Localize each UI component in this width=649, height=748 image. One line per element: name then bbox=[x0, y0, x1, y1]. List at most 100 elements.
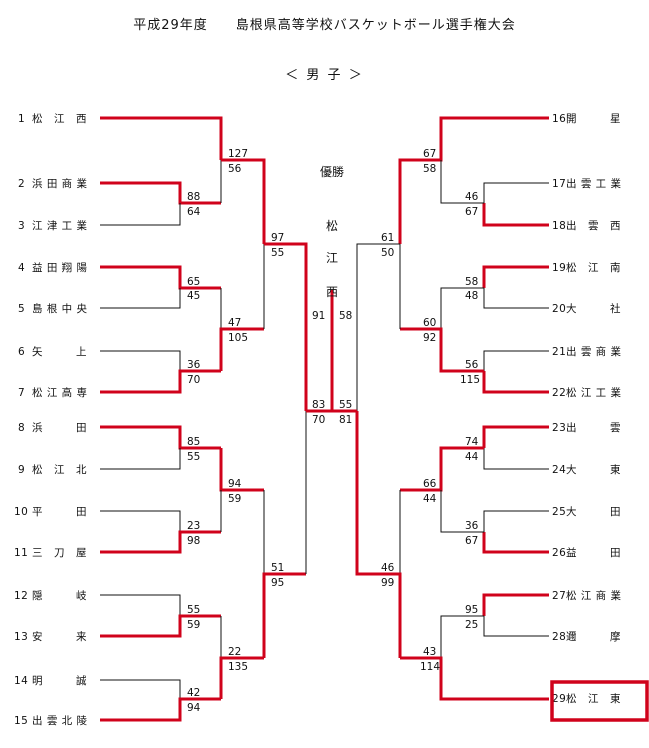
team-17-num: 17 bbox=[552, 178, 566, 190]
line-team-14 bbox=[100, 679, 181, 699]
score-r-r1-24: 44 bbox=[465, 451, 479, 463]
team-6-num: 6 bbox=[18, 346, 25, 358]
team-15-name: 出 雲 北 陵 bbox=[32, 714, 88, 727]
line-team-7 bbox=[100, 369, 221, 394]
champion-title: 優勝 bbox=[320, 164, 344, 179]
team-22-name: 松 江 工 業 bbox=[566, 386, 622, 399]
line-r2-1920 bbox=[440, 287, 484, 329]
score-r-r2-2122: 92 bbox=[423, 332, 436, 344]
score-l-r1-2: 88 bbox=[187, 191, 200, 203]
team-12-num: 12 bbox=[14, 590, 28, 602]
right-bracket-lines bbox=[332, 116, 549, 701]
score-l-r2-1: 127 bbox=[228, 148, 248, 160]
line-r2-67 bbox=[219, 327, 264, 371]
line-team-9 bbox=[100, 448, 181, 470]
score-r-r1-27: 95 bbox=[465, 604, 478, 616]
line-team-4 bbox=[100, 265, 221, 290]
team-23-name: 出 雲 bbox=[566, 421, 621, 434]
line-team-15 bbox=[100, 697, 221, 722]
team-3-num: 3 bbox=[18, 220, 25, 232]
score-r-qf-bot-1: 46 bbox=[381, 562, 395, 574]
team-28-name: 邇 摩 bbox=[566, 630, 621, 643]
line-team-1 bbox=[100, 116, 223, 160]
team-13-num: 13 bbox=[14, 631, 28, 643]
team-13-name: 安 来 bbox=[32, 630, 87, 643]
team-16-name: 開 星 bbox=[566, 113, 621, 125]
score-r-qf-top-1: 61 bbox=[381, 232, 394, 244]
team-2-num: 2 bbox=[18, 178, 25, 190]
champion-char-2: 江 bbox=[326, 251, 338, 265]
line-team-18 bbox=[482, 203, 549, 227]
team-7-num: 7 bbox=[18, 387, 25, 399]
right-team-labels: 16 開 星 17 出 雲 工 業 18 出 雲 西 19 松 江 南 20 大… bbox=[550, 113, 649, 722]
team-4-name: 益 田 翔 陽 bbox=[32, 261, 88, 274]
score-l-qf-top-1: 97 bbox=[271, 232, 284, 244]
champion-char-3: 西 bbox=[326, 285, 338, 299]
score-r-r2-2526: 44 bbox=[423, 493, 437, 505]
team-6-name: 矢 上 bbox=[32, 345, 87, 358]
score-l-r1-10: 23 bbox=[187, 520, 200, 532]
score-r-r1-18: 67 bbox=[465, 206, 478, 218]
score-r-r1-22: 115 bbox=[460, 374, 480, 386]
score-l-r1-14: 42 bbox=[187, 687, 200, 699]
division-label: ＜ 男 子 ＞ bbox=[285, 68, 364, 83]
team-20-name: 大 社 bbox=[566, 302, 621, 315]
line-r2-1718 bbox=[440, 160, 484, 204]
line-team-10 bbox=[100, 510, 181, 532]
line-r-qf-bot-winner bbox=[355, 411, 402, 658]
line-team-26 bbox=[482, 532, 549, 554]
score-r-r1-23: 74 bbox=[465, 436, 479, 448]
team-9-name: 松 江 北 bbox=[32, 463, 87, 476]
right-scores: 46 67 58 48 56 115 74 44 36 67 95 25 67 … bbox=[339, 148, 480, 673]
team-11-num: 11 bbox=[14, 547, 28, 559]
team-26-name: 益 田 bbox=[566, 546, 621, 559]
team-21-num: 21 bbox=[552, 346, 566, 358]
score-r-r1-25: 36 bbox=[465, 520, 479, 532]
line-r-qf-top-winner bbox=[356, 243, 400, 411]
line-qf-bot-winner bbox=[262, 572, 306, 658]
team-18-num: 18 bbox=[552, 220, 566, 232]
line-team-21 bbox=[483, 350, 549, 371]
score-r-r2-2728: 43 bbox=[423, 646, 436, 658]
team-3-name: 江 津 工 業 bbox=[32, 219, 88, 232]
line-r2-2728 bbox=[440, 615, 484, 658]
line-team-22 bbox=[482, 371, 549, 394]
score-l-r1-8: 85 bbox=[187, 436, 200, 448]
score-l-qf-bot-1: 51 bbox=[271, 562, 284, 574]
score-r-sf-2: 81 bbox=[339, 414, 352, 426]
line-team-12 bbox=[100, 594, 181, 616]
score-r-r2-2324: 66 bbox=[423, 478, 437, 490]
team-20-num: 20 bbox=[552, 303, 566, 315]
score-r-r1-21: 56 bbox=[465, 359, 479, 371]
line-team-6 bbox=[100, 350, 181, 371]
line-r2-winner-1 bbox=[221, 158, 266, 244]
team-14-num: 14 bbox=[14, 675, 28, 687]
line-team-19 bbox=[482, 265, 549, 288]
score-l-sf-2: 70 bbox=[312, 414, 325, 426]
line-team-3 bbox=[100, 203, 181, 226]
team-4-num: 4 bbox=[18, 262, 25, 274]
team-5-num: 5 bbox=[18, 303, 25, 315]
team-18-name: 出 雲 西 bbox=[566, 219, 621, 232]
team-29-num: 29 bbox=[552, 693, 566, 705]
score-r-r2-1718: 58 bbox=[423, 163, 436, 175]
team-25-name: 大 田 bbox=[566, 505, 621, 518]
team-21-name: 出 雲 商 業 bbox=[566, 345, 622, 358]
line-team-11 bbox=[100, 530, 221, 554]
score-r-r2-16: 67 bbox=[423, 148, 436, 160]
score-l-r1-5: 45 bbox=[187, 290, 200, 302]
line-r2-2122 bbox=[400, 327, 484, 373]
left-bracket-lines bbox=[100, 116, 332, 722]
team-25-num: 25 bbox=[552, 506, 566, 518]
line-team-17 bbox=[483, 182, 549, 203]
line-team-27 bbox=[482, 593, 549, 616]
team-11-name: 三 刀 屋 bbox=[32, 547, 87, 559]
team-22-num: 22 bbox=[552, 387, 566, 399]
line-team-20 bbox=[483, 288, 549, 309]
champion-label: 優勝 松 江 西 bbox=[320, 164, 344, 299]
line-team-8 bbox=[100, 425, 221, 450]
line-qf-top-winner bbox=[264, 242, 308, 411]
score-r-r2-29: 114 bbox=[420, 661, 440, 673]
team-2-name: 浜 田 商 業 bbox=[32, 177, 88, 190]
